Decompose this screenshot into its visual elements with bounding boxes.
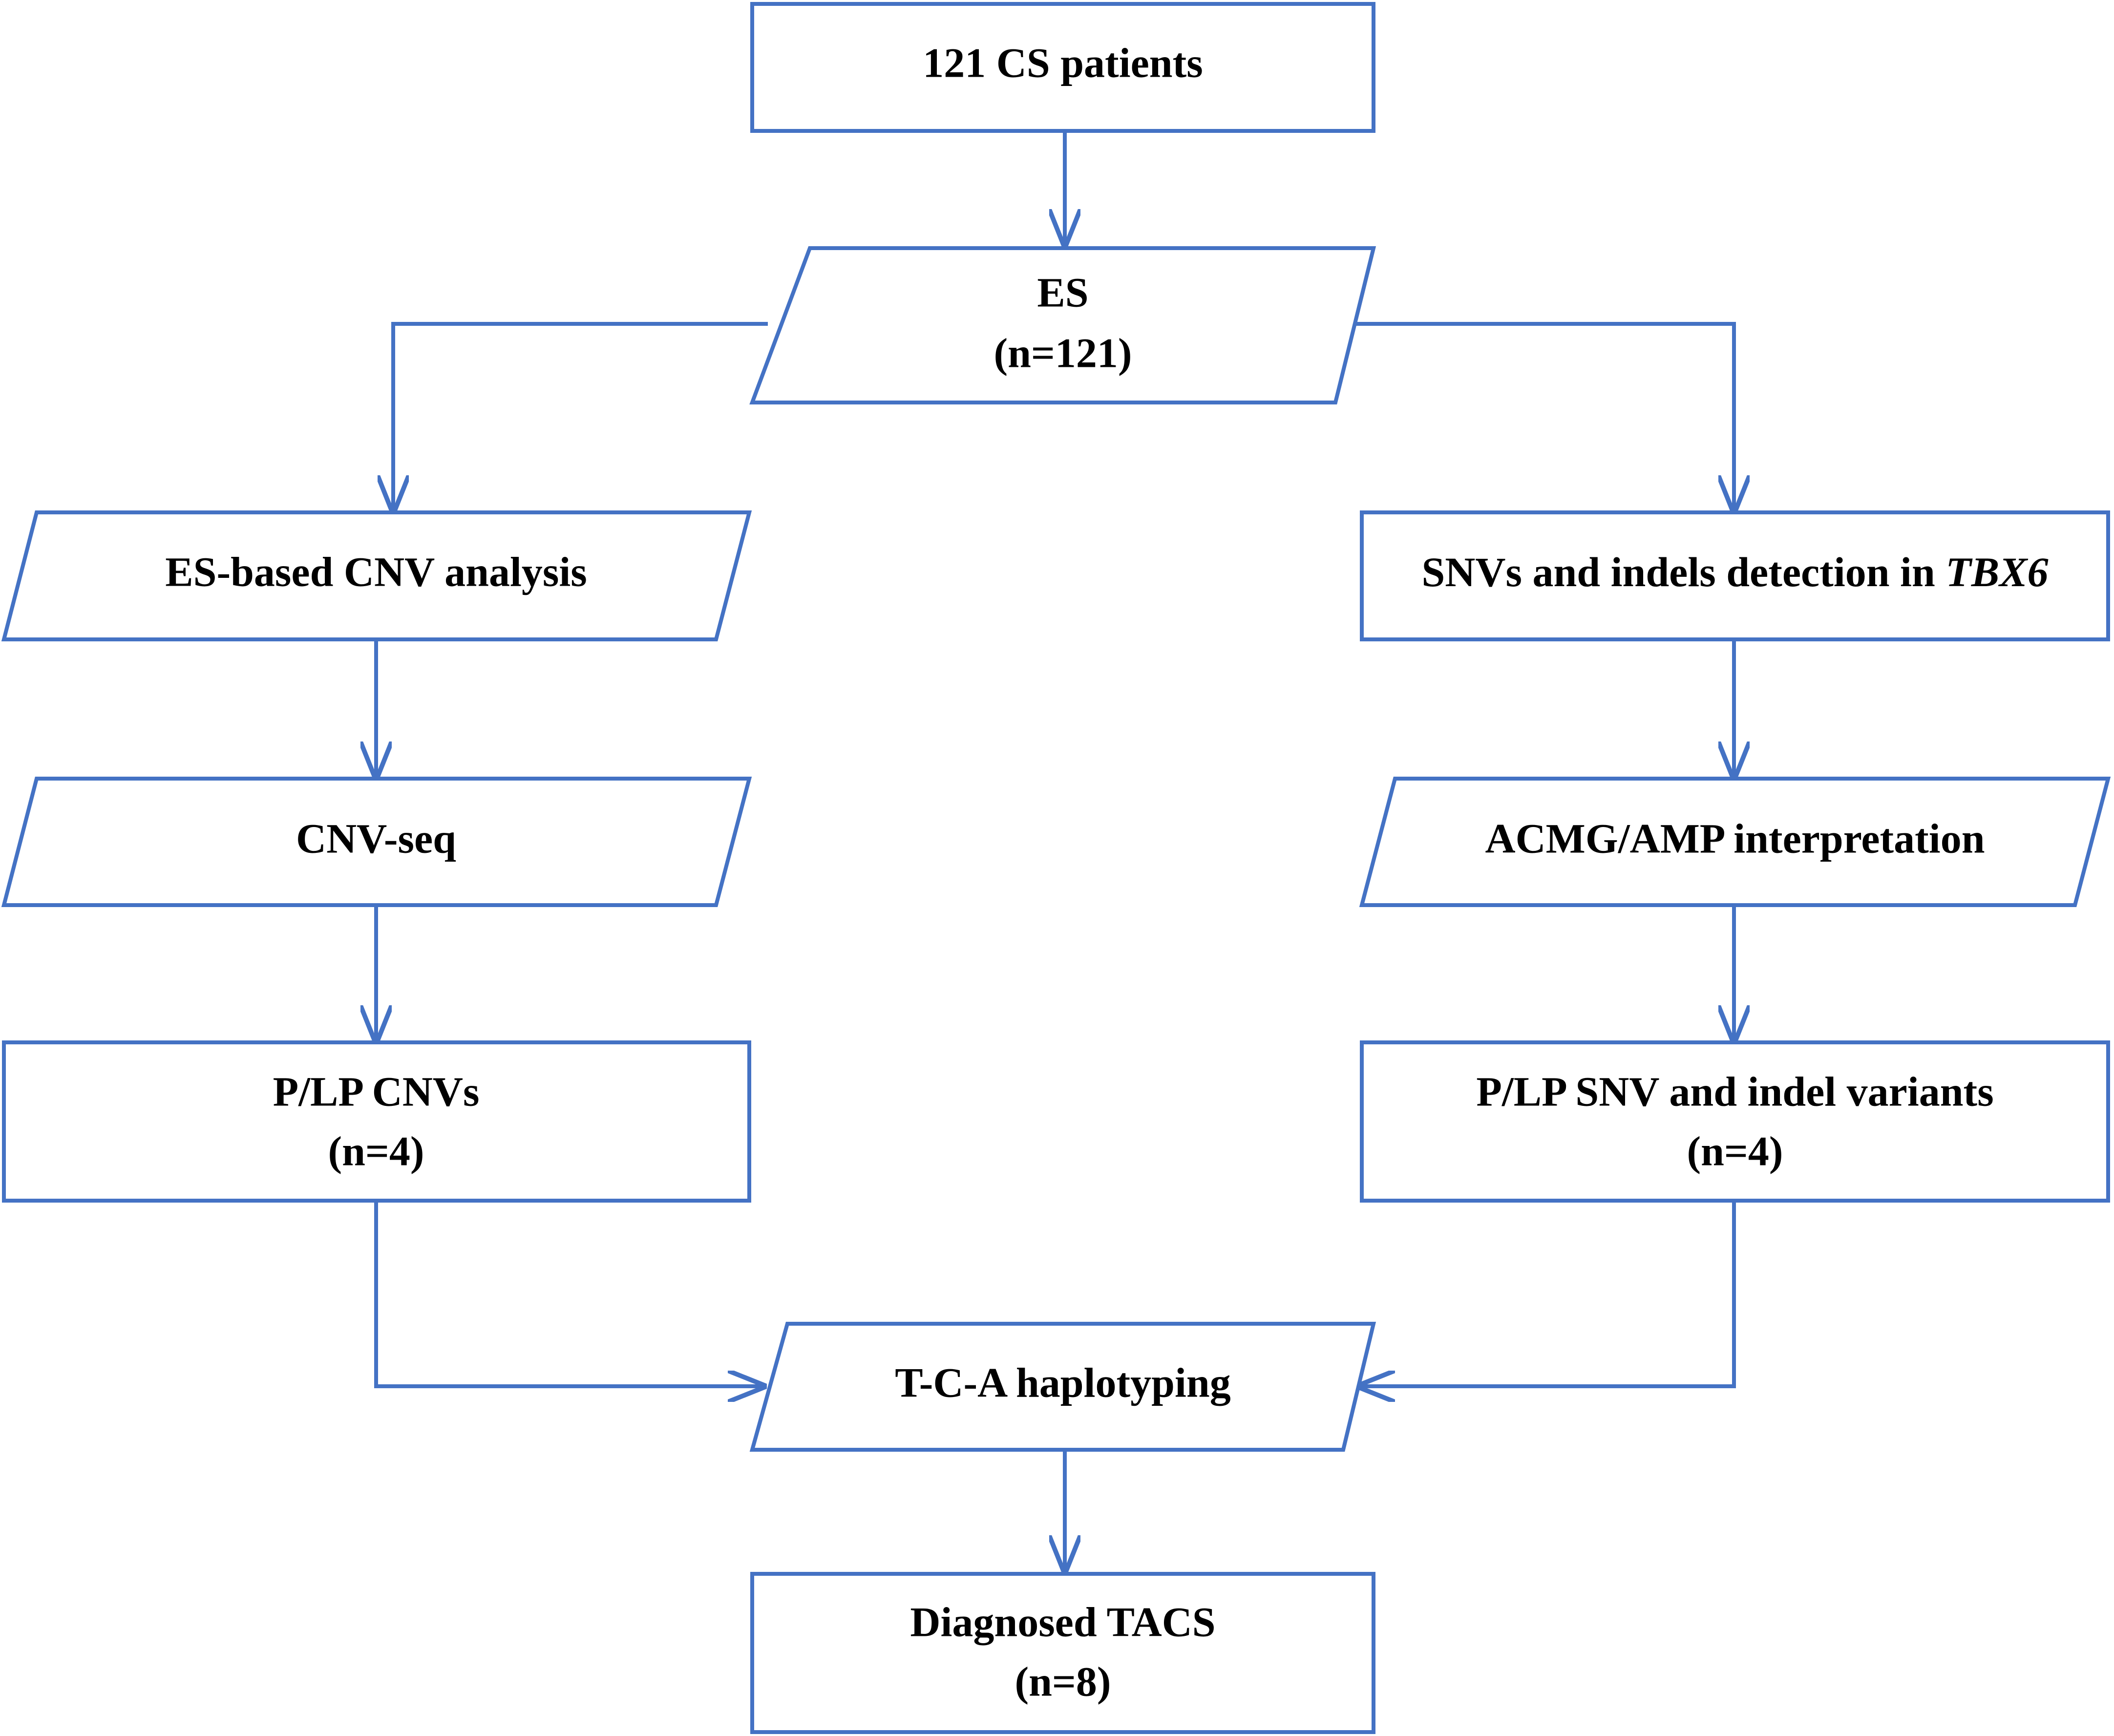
plp-snv-count: (n=4) bbox=[1687, 1128, 1783, 1175]
snv-detection-label: SNVs and indels detection in TBX6 bbox=[1421, 549, 2048, 595]
es-count: (n=121) bbox=[994, 330, 1132, 377]
node-es: ES (n=121) bbox=[749, 246, 1376, 404]
acmg-label: ACMG/AMP interpretation bbox=[1485, 815, 1985, 862]
plp-snv-label: P/LP SNV and indel variants bbox=[1476, 1068, 1993, 1115]
edge-plp-cnvs-to-haplotyping bbox=[374, 1201, 763, 1386]
node-cnv-analysis: ES-based CNV analysis bbox=[1, 510, 752, 641]
node-patients: 121 CS patients bbox=[750, 2, 1375, 133]
node-plp-cnvs: P/LP CNVs (n=4) bbox=[2, 1040, 751, 1203]
node-acmg: ACMG/AMP interpretation bbox=[1359, 777, 2111, 907]
haplotyping-label: T-C-A haplotyping bbox=[895, 1359, 1230, 1406]
es-label: ES bbox=[1037, 269, 1088, 316]
node-plp-snv: P/LP SNV and indel variants (n=4) bbox=[1360, 1040, 2110, 1203]
patients-label: 121 CS patients bbox=[923, 40, 1203, 86]
diagnosed-count: (n=8) bbox=[1015, 1658, 1111, 1705]
node-haplotyping: T-C-A haplotyping bbox=[749, 1322, 1376, 1452]
edge-es-to-cnv-analysis bbox=[393, 322, 768, 510]
plp-cnvs-count: (n=4) bbox=[328, 1128, 424, 1175]
node-snv-detection: SNVs and indels detection in TBX6 bbox=[1360, 510, 2110, 641]
edge-es-to-snv-detection bbox=[1352, 322, 1734, 510]
cnv-analysis-label: ES-based CNV analysis bbox=[165, 549, 587, 595]
diagnosed-label: Diagnosed TACS bbox=[910, 1599, 1215, 1646]
node-diagnosed: Diagnosed TACS (n=8) bbox=[750, 1572, 1375, 1734]
plp-cnvs-label: P/LP CNVs bbox=[273, 1068, 480, 1115]
edge-plp-snv-to-haplotyping bbox=[1360, 1201, 1736, 1386]
gene-name: TBX6 bbox=[1945, 549, 2048, 595]
node-cnv-seq: CNV-seq bbox=[1, 777, 752, 907]
cnv-seq-label: CNV-seq bbox=[296, 815, 456, 862]
